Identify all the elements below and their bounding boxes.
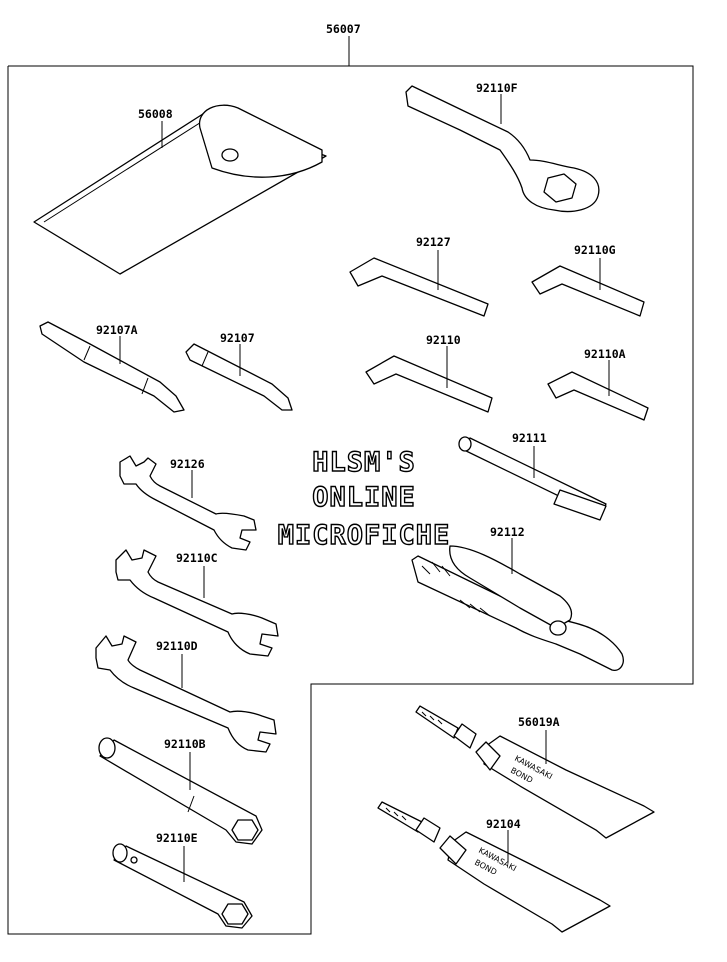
tool-pouch xyxy=(33,104,327,275)
hex-key-92110G xyxy=(531,265,645,317)
label-92111: 92111 xyxy=(512,431,547,445)
hex-key-92110 xyxy=(365,355,493,413)
assembly-label: 56007 xyxy=(326,22,361,36)
label-92107A: 92107A xyxy=(96,323,138,337)
label-92110A: 92110A xyxy=(584,347,626,361)
label-56019A: 56019A xyxy=(518,715,560,729)
screwdriver-bit-92107 xyxy=(185,343,293,411)
box-wrench-92110E xyxy=(112,843,253,929)
bond-tube-92104 xyxy=(377,801,611,933)
label-92110D: 92110D xyxy=(156,639,198,653)
assembly-frame xyxy=(7,65,694,935)
label-92110: 92110 xyxy=(426,333,461,347)
box-wrench-92110B xyxy=(98,737,263,845)
hex-key-92127 xyxy=(349,257,489,317)
watermark-line-3: MICROFICHE xyxy=(278,520,451,551)
open-end-wrench-92110D xyxy=(95,635,277,753)
open-end-wrench-92110C xyxy=(115,549,279,657)
label-92104: 92104 xyxy=(486,817,521,831)
label-92112: 92112 xyxy=(490,525,525,539)
hex-key-92110A xyxy=(547,371,649,421)
label-92110G: 92110G xyxy=(574,243,616,257)
open-end-wrench-92126 xyxy=(119,455,257,551)
label-92110B: 92110B xyxy=(164,737,206,751)
label-92107: 92107 xyxy=(220,331,255,345)
offset-box-wrench xyxy=(405,85,600,213)
label-56008: 56008 xyxy=(138,107,173,121)
label-92127: 92127 xyxy=(416,235,451,249)
pliers-92112 xyxy=(411,545,624,671)
label-92110C: 92110C xyxy=(176,551,218,565)
tube-handle-92111 xyxy=(458,436,607,521)
watermark-line-1: HLSM'S xyxy=(312,447,416,478)
bond-tube-56019A xyxy=(415,705,655,839)
watermark-line-2: ONLINE xyxy=(312,482,416,513)
label-92126: 92126 xyxy=(170,457,205,471)
label-92110F: 92110F xyxy=(476,81,518,95)
screwdriver-92107A xyxy=(39,321,185,413)
label-92110E: 92110E xyxy=(156,831,198,845)
